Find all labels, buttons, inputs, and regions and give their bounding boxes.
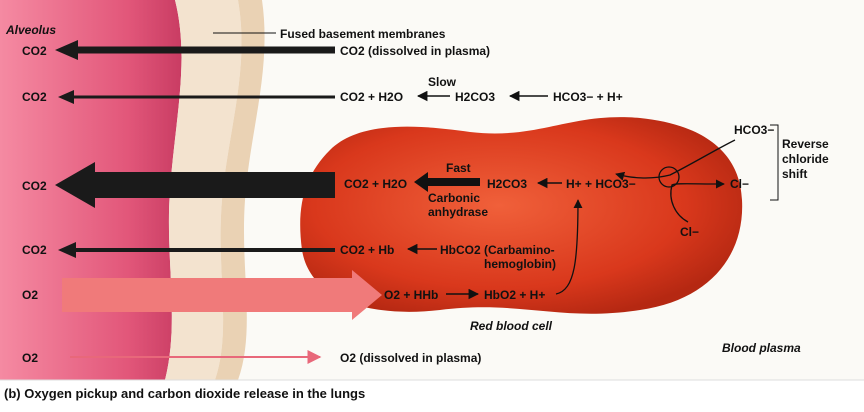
rbc-eq-b: H2CO3 bbox=[487, 177, 527, 191]
rbc-eq-a: CO2 + H2O bbox=[344, 177, 407, 191]
shift-line3: shift bbox=[782, 167, 807, 181]
hco3-out-label: HCO3− bbox=[734, 123, 774, 137]
fast-arrow-head bbox=[414, 172, 428, 192]
row5-eq-b: HbO2 + H+ bbox=[484, 288, 545, 302]
cl-out-label: Cl− bbox=[680, 225, 699, 239]
shift-bracket bbox=[770, 124, 779, 201]
row2-eq-a: CO2 + H2O bbox=[340, 90, 403, 104]
row3-left-label: CO2 bbox=[22, 179, 47, 193]
row2-eq-c: HCO3− + H+ bbox=[553, 90, 623, 104]
row5-eq-a: O2 + HHb bbox=[384, 288, 438, 302]
chloride-out-path bbox=[670, 179, 725, 223]
row6-text: O2 (dissolved in plasma) bbox=[340, 351, 481, 365]
o2-arrow-head bbox=[352, 270, 382, 320]
enzyme-line2: anhydrase bbox=[428, 205, 488, 219]
shift-line2: chloride bbox=[782, 152, 829, 166]
co2-fast-arrow-head bbox=[55, 162, 95, 208]
o2-arrow-shaft bbox=[62, 278, 352, 312]
co2-row2-arrow-head bbox=[58, 90, 74, 104]
row1-text: CO2 (dissolved in plasma) bbox=[340, 44, 490, 58]
bicarbonate-in-path bbox=[615, 139, 736, 181]
row4-eq-b: HbCO2 (Carbamino- bbox=[440, 243, 555, 257]
rbc-label: Red blood cell bbox=[470, 319, 553, 333]
co2-dissolved-arrow-head bbox=[55, 40, 78, 60]
slow-label: Slow bbox=[428, 75, 457, 89]
fused-membranes-label: Fused basement membranes bbox=[280, 27, 446, 41]
plasma-label: Blood plasma bbox=[722, 341, 801, 355]
fast-arrow-shaft bbox=[424, 178, 480, 186]
co2-fast-arrow-shaft bbox=[80, 172, 335, 198]
shift-line1: Reverse bbox=[782, 137, 829, 151]
red-blood-cell bbox=[300, 117, 743, 314]
row6-left-label: O2 bbox=[22, 351, 38, 365]
row4-left-label: CO2 bbox=[22, 243, 47, 257]
rbc-eq-c: H+ + HCO3− bbox=[566, 177, 636, 191]
enzyme-line1: Carbonic bbox=[428, 191, 480, 205]
hydrogen-ion-path bbox=[555, 199, 583, 295]
row4-eq-a: CO2 + Hb bbox=[340, 243, 394, 257]
row4-eq-c: hemoglobin) bbox=[484, 257, 556, 271]
row2-left-label: CO2 bbox=[22, 90, 47, 104]
alveolus-label: Alveolus bbox=[5, 23, 56, 37]
cl-in-label: Cl− bbox=[730, 177, 749, 191]
fast-label: Fast bbox=[446, 161, 471, 175]
row5-left-label: O2 bbox=[22, 288, 38, 302]
row1-left-label: CO2 bbox=[22, 44, 47, 58]
figure-caption: (b) Oxygen pickup and carbon dioxide rel… bbox=[4, 386, 366, 401]
co2-carbamino-arrow-head bbox=[58, 242, 76, 258]
row2-eq-b: H2CO3 bbox=[455, 90, 495, 104]
